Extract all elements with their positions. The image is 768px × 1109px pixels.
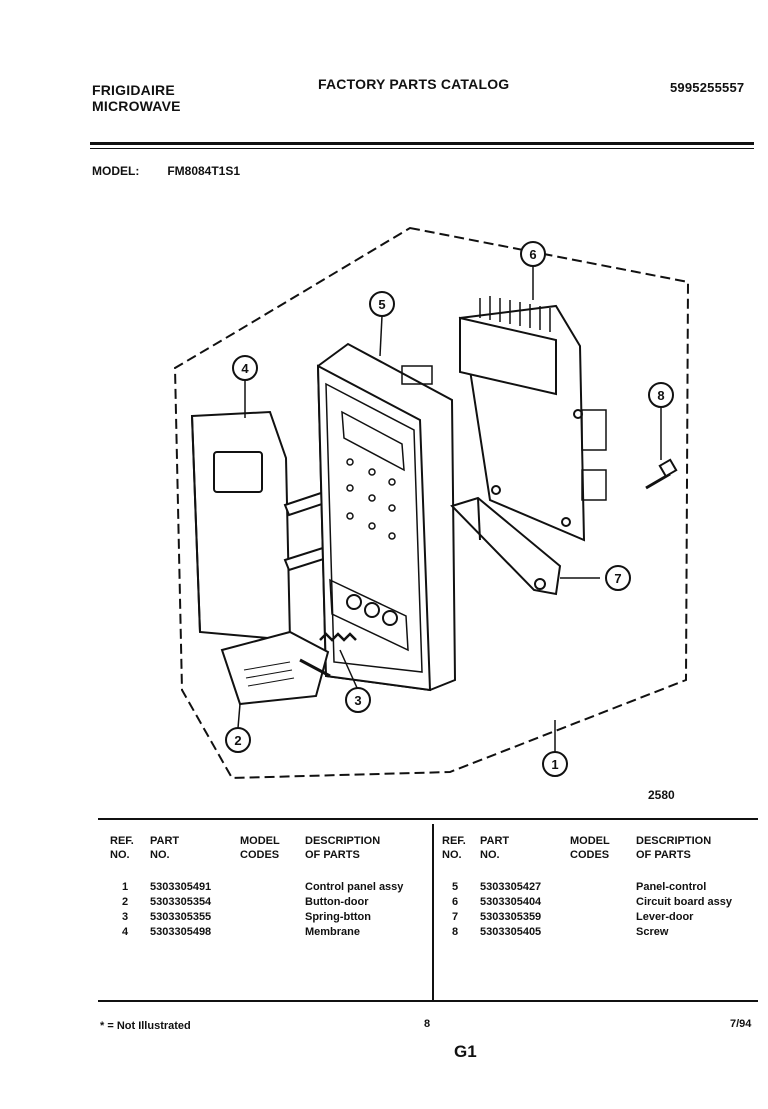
button-opening bbox=[329, 578, 409, 652]
svg-text:4: 4 bbox=[241, 361, 249, 376]
table-row-part: 5303305354 bbox=[150, 896, 212, 908]
table-row-part: 5303305427 bbox=[480, 881, 542, 893]
model-line: MODEL: FM8084T1S1 bbox=[92, 164, 240, 178]
display-window bbox=[341, 410, 405, 472]
header-ref-right: REF.NO. bbox=[442, 835, 466, 861]
model-label: MODEL: bbox=[92, 164, 140, 178]
table-row-desc: Button-door bbox=[305, 896, 369, 908]
table-row-desc: Spring-btton bbox=[305, 911, 371, 923]
table-row-part: 5303305359 bbox=[480, 911, 542, 923]
table-row-ref: 1 bbox=[122, 881, 129, 893]
table-row-desc: Panel-control bbox=[636, 881, 707, 893]
callout-5: 5 bbox=[369, 291, 395, 317]
svg-text:7: 7 bbox=[614, 571, 621, 586]
table-row-desc: Screw bbox=[636, 926, 669, 938]
revision-date: 7/94 bbox=[730, 1018, 752, 1030]
membrane-window bbox=[213, 451, 263, 493]
callout-4: 4 bbox=[232, 355, 258, 381]
diagram-code: 2580 bbox=[648, 788, 675, 802]
exploded-parts-diagram: 4 5 6 8 7 3 2 1 bbox=[173, 226, 690, 780]
table-row-desc: Lever-door bbox=[636, 911, 694, 923]
table-row-part: 5303305355 bbox=[150, 911, 212, 923]
svg-text:5: 5 bbox=[378, 297, 385, 312]
svg-text:6: 6 bbox=[529, 247, 536, 262]
table-row-ref: 2 bbox=[122, 896, 129, 908]
table-row-ref: 3 bbox=[122, 911, 129, 923]
table-row-desc: Membrane bbox=[305, 926, 361, 938]
table-row-desc: Circuit board assy bbox=[636, 896, 732, 908]
table-row-ref: 8 bbox=[452, 926, 459, 938]
table-row-ref: 5 bbox=[452, 881, 459, 893]
callout-7: 7 bbox=[605, 565, 631, 591]
screw-part bbox=[645, 458, 678, 490]
table-top-rule bbox=[98, 818, 758, 820]
table-row-ref: 7 bbox=[452, 911, 459, 923]
callout-1: 1 bbox=[542, 751, 568, 777]
header-ref-left: REF.NO. bbox=[110, 835, 134, 861]
table-row-part: 5303305404 bbox=[480, 896, 542, 908]
section-code: G1 bbox=[454, 1042, 477, 1061]
not-illustrated-note: * = Not Illustrated bbox=[100, 1020, 191, 1032]
callouts: 4 5 6 8 7 3 2 1 bbox=[225, 241, 674, 777]
right-desc-column: Panel-control Circuit board assy Lever-d… bbox=[636, 880, 732, 940]
left-ref-column: 1 2 3 4 bbox=[122, 880, 128, 940]
svg-text:2: 2 bbox=[234, 733, 241, 748]
catalog-title: FACTORY PARTS CATALOG bbox=[318, 76, 510, 92]
assembly-boundary bbox=[173, 226, 690, 780]
spring-part bbox=[319, 632, 357, 642]
model-number: FM8084T1S1 bbox=[167, 164, 241, 178]
callout-8: 8 bbox=[648, 382, 674, 408]
table-row-part: 5303305405 bbox=[480, 926, 542, 938]
table-row-ref: 4 bbox=[122, 926, 129, 938]
svg-text:8: 8 bbox=[657, 388, 664, 403]
callout-2: 2 bbox=[225, 727, 251, 753]
table-row-part: 5303305491 bbox=[150, 881, 212, 893]
brand-block: FRIGIDAIRE MICROWAVE bbox=[92, 82, 181, 114]
svg-text:3: 3 bbox=[354, 693, 361, 708]
page-number: 8 bbox=[424, 1018, 431, 1030]
table-row-part: 5303305498 bbox=[150, 926, 212, 938]
brand-name: FRIGIDAIRE bbox=[92, 82, 175, 98]
callout-6: 6 bbox=[520, 241, 546, 267]
table-row-ref: 6 bbox=[452, 896, 459, 908]
membrane-part bbox=[190, 410, 292, 642]
left-desc-column: Control panel assy Button-door Spring-bt… bbox=[305, 880, 403, 940]
right-part-column: 5303305427 5303305404 5303305359 5303305… bbox=[480, 880, 541, 940]
table-row-desc: Control panel assy bbox=[305, 881, 404, 893]
product-type: MICROWAVE bbox=[92, 98, 181, 114]
header-rule-thin bbox=[90, 148, 754, 149]
header-rule bbox=[90, 142, 754, 145]
svg-text:1: 1 bbox=[551, 757, 558, 772]
table-bottom-rule bbox=[98, 1000, 758, 1002]
right-ref-column: 5 6 7 8 bbox=[452, 880, 458, 940]
callout-3: 3 bbox=[345, 687, 371, 713]
catalog-number: 5995255557 bbox=[670, 80, 745, 95]
table-column-divider bbox=[432, 824, 434, 1000]
left-part-column: 5303305491 5303305354 5303305355 5303305… bbox=[150, 880, 211, 940]
